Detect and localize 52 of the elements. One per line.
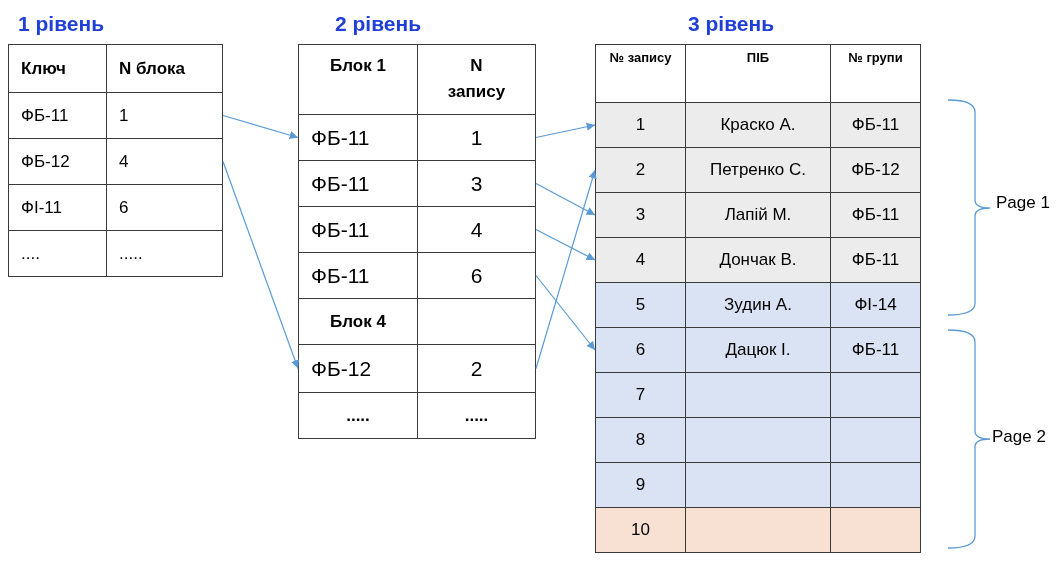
table-cell: .....	[417, 392, 536, 439]
arrow	[535, 228, 596, 261]
table-cell: 1	[595, 102, 686, 148]
table-cell: ФБ-12	[830, 147, 921, 193]
table-cell: N запису	[417, 44, 536, 115]
table-cell	[830, 507, 921, 553]
table-title: 2 рівень	[335, 11, 422, 37]
table-cell: Дончак В.	[685, 237, 831, 283]
table-cell: Зудин А.	[685, 282, 831, 328]
table-cell	[685, 372, 831, 418]
table-cell: Краско А.	[685, 102, 831, 148]
table-cell: № групи	[830, 44, 921, 103]
arrow	[535, 274, 596, 351]
page-label: Page 2	[992, 426, 1046, 448]
table-cell	[685, 507, 831, 553]
table-cell	[830, 462, 921, 508]
table-title: 1 рівень	[18, 11, 105, 37]
table-cell: Лапій М.	[685, 192, 831, 238]
table-cell: Блок 1	[298, 44, 418, 115]
table-cell: 7	[595, 372, 686, 418]
table-cell	[685, 417, 831, 463]
table-cell: ФІ-14	[830, 282, 921, 328]
table-cell: .....	[106, 230, 223, 277]
table-cell: N блока	[106, 44, 223, 93]
table-cell: ФБ-11	[830, 327, 921, 373]
table-title: 3 рівень	[688, 11, 775, 37]
table-cell: 9	[595, 462, 686, 508]
table-cell	[685, 462, 831, 508]
table-cell: 6	[595, 327, 686, 373]
arrow	[222, 160, 300, 370]
table-cell: 2	[595, 147, 686, 193]
table-cell: ....	[8, 230, 107, 277]
table-cell: 8	[595, 417, 686, 463]
table-cell: 10	[595, 507, 686, 553]
table-cell: № запису	[595, 44, 686, 103]
table-cell: Петренко С.	[685, 147, 831, 193]
table-cell: ФБ-11	[830, 192, 921, 238]
table-cell: Ключ	[8, 44, 107, 93]
table-cell: 5	[595, 282, 686, 328]
table-cell: Дацюк І.	[685, 327, 831, 373]
table-cell: .....	[298, 392, 418, 439]
table-cell: 4	[595, 237, 686, 283]
page-label: Page 1	[996, 192, 1050, 214]
arrow	[222, 114, 299, 140]
table-cell: 3	[595, 192, 686, 238]
arrow	[535, 122, 596, 139]
table-cell	[830, 372, 921, 418]
arrow	[535, 182, 596, 216]
table-cell	[830, 417, 921, 463]
arrow	[535, 169, 597, 370]
table-cell: ФБ-11	[830, 237, 921, 283]
table-cell: ФБ-11	[830, 102, 921, 148]
